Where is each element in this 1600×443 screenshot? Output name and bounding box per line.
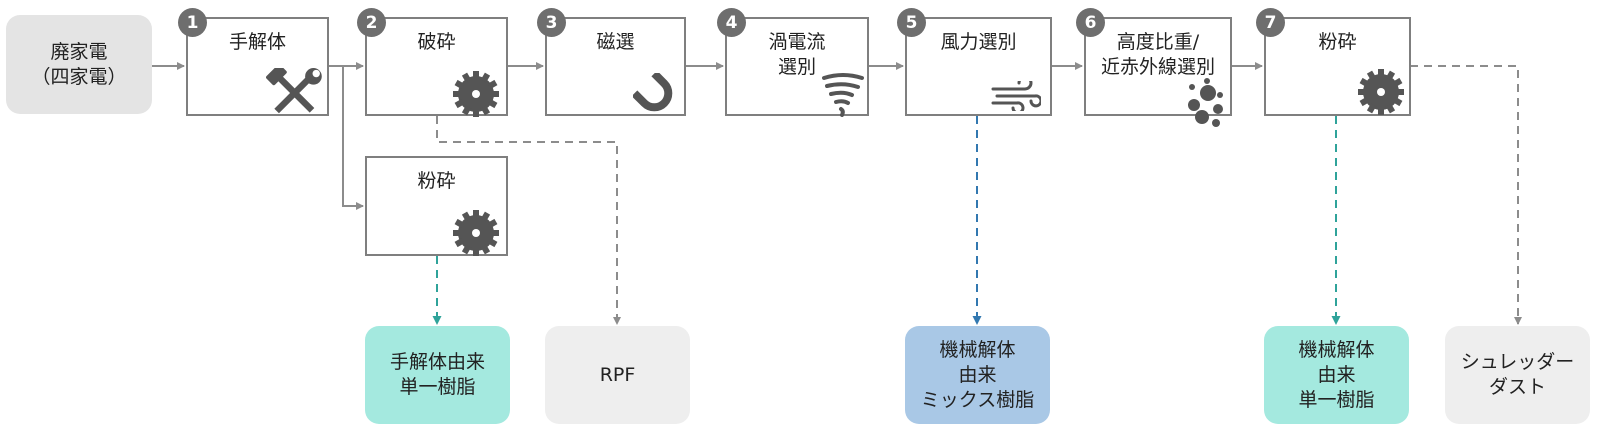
side-process-label: 粉砕 (417, 170, 456, 192)
arrow-branch-to-side-crush (342, 66, 364, 210)
wind-icon (991, 81, 1041, 111)
step-2-crushing: 破砕 (365, 17, 508, 117)
step-3-badge: 3 (537, 8, 566, 37)
step-1-badge: 1 (178, 8, 207, 37)
saw-blade-icon (453, 71, 499, 117)
step-5-wind-separation: 風力選別 (905, 17, 1052, 116)
step-2-label: 破砕 (417, 31, 456, 53)
saw-blade-icon (453, 210, 499, 256)
step-4-badge: 4 (717, 8, 746, 37)
particles-icon (1188, 78, 1223, 127)
saw-blade-icon (1358, 69, 1404, 115)
step-7-badge: 7 (1256, 8, 1285, 37)
hammer-wrench-icon (266, 68, 322, 114)
dashed-arrow-step2-to-rpf (436, 116, 621, 325)
step-1-manual-dismantling: 手解体 (186, 17, 329, 116)
step-5-label: 風力選別 (940, 31, 1017, 53)
source-waste-appliances: 廃家電 （四家電） (6, 15, 152, 114)
step-7-pulverizing: 粉砕 (1264, 17, 1411, 116)
step-4-label: 渦電流 選別 (768, 31, 826, 78)
step-5-badge: 5 (897, 8, 926, 37)
step-6-badge: 6 (1076, 8, 1105, 37)
output-shredder-dust: シュレッダー ダスト (1445, 326, 1590, 424)
step-3-label: 磁選 (596, 31, 635, 53)
tornado-icon (822, 73, 864, 117)
step-4-eddy-current-separation: 渦電流 選別 (725, 17, 869, 117)
output-manual-single-resin: 手解体由来 単一樹脂 (365, 326, 510, 424)
step-1-label: 手解体 (228, 31, 286, 53)
step-3-magnetic-separation: 磁選 (545, 17, 686, 116)
output-rpf: RPF (545, 326, 690, 424)
magnet-icon (633, 73, 673, 112)
dashed-arrow-step7-to-shredder-dust (1410, 65, 1522, 325)
step-2-badge: 2 (357, 8, 386, 37)
step-6-density-nir-separation: 高度比重/ 近赤外線選別 (1084, 17, 1232, 127)
output-mechanical-mixed-resin: 機械解体 由来 ミックス樹脂 (905, 326, 1050, 424)
output-mechanical-single-resin: 機械解体 由来 単一樹脂 (1264, 326, 1409, 424)
side-process-pulverizing: 粉砕 (365, 156, 508, 256)
step-6-label: 高度比重/ 近赤外線選別 (1100, 31, 1215, 78)
step-7-label: 粉砕 (1318, 31, 1357, 53)
